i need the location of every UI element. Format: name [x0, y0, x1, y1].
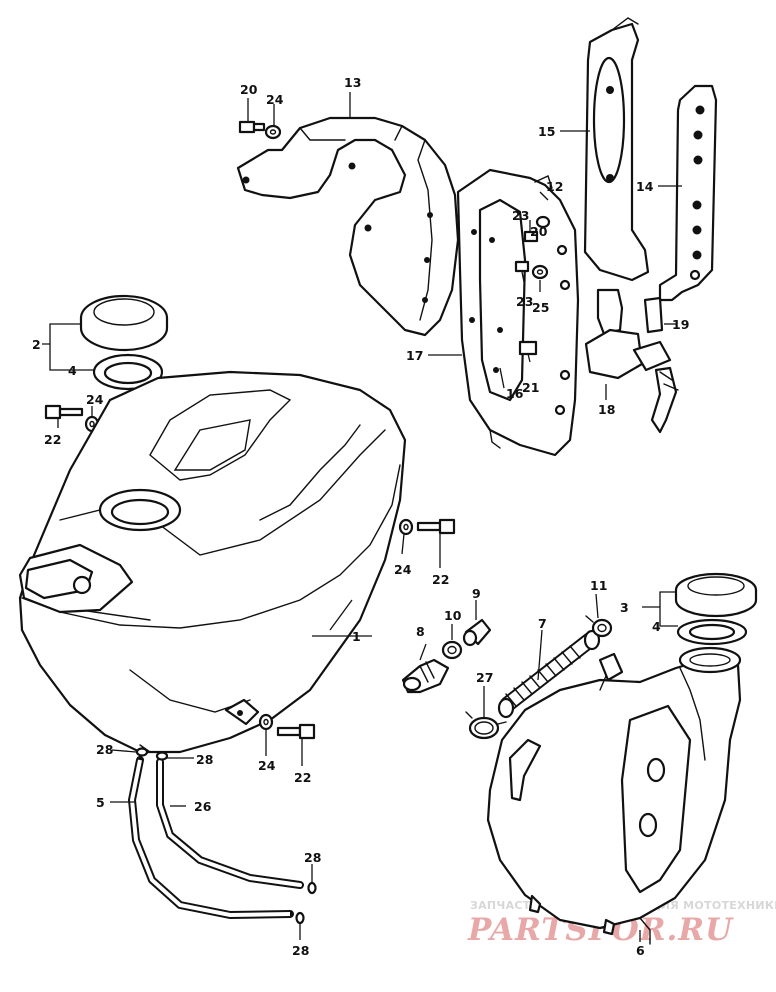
clamp-28-a [135, 747, 149, 757]
bolt-20-top [238, 120, 266, 134]
fitting-9 [462, 618, 492, 647]
clamp-28-b [155, 751, 169, 761]
leader-lines [42, 92, 682, 942]
fitting-8 [401, 658, 450, 694]
clamp-28-c [307, 881, 317, 895]
callout-23-upper: 23 [512, 208, 529, 223]
callout-7: 7 [538, 616, 547, 631]
callout-15: 15 [538, 124, 555, 139]
callout-21: 21 [522, 380, 539, 395]
callout-4-tank: 4 [68, 363, 77, 378]
callout-27: 27 [476, 670, 493, 685]
callout-24-mid: 24 [394, 562, 412, 577]
bolt-21 [518, 340, 538, 356]
bolt-22-bottom [276, 723, 316, 740]
callout-8: 8 [416, 624, 425, 639]
bolt-23-lower [514, 260, 530, 273]
callout-22-bottom: 22 [294, 770, 311, 785]
callout-16: 16 [506, 386, 524, 401]
oil-cap-3 [674, 572, 758, 618]
callout-14: 14 [636, 179, 654, 194]
tank-cap-2 [79, 294, 169, 352]
callout-22-left: 22 [44, 432, 61, 447]
washer-25 [531, 264, 549, 280]
callout-2: 2 [32, 337, 41, 352]
callout-28-c: 28 [304, 850, 321, 865]
clamp-27 [465, 711, 507, 740]
clip-19 [643, 296, 664, 334]
callout-26: 26 [194, 799, 212, 814]
washer-10 [441, 640, 463, 660]
bolt-22-left [44, 404, 84, 420]
lock-18 [584, 288, 679, 434]
callout-10: 10 [444, 608, 462, 623]
callout-28-b: 28 [196, 752, 213, 767]
callout-19: 19 [672, 317, 689, 332]
callout-11: 11 [590, 578, 607, 593]
callout-20-top: 20 [240, 82, 258, 97]
callout-13: 13 [344, 75, 361, 90]
bolt-22-mid [416, 518, 456, 535]
clamp-11 [585, 615, 613, 638]
bolt-20-side [523, 230, 539, 243]
callout-18: 18 [598, 402, 615, 417]
callout-28-d: 28 [292, 943, 309, 958]
gasket-4-oil [676, 618, 748, 646]
callout-23-lower: 23 [516, 294, 533, 309]
callout-labels: 1 2 3 4 4 5 6 7 8 9 10 11 12 13 14 15 16… [32, 75, 689, 958]
washer-23-upper [535, 215, 551, 229]
callout-3: 3 [620, 600, 629, 615]
callout-4-oil: 4 [652, 619, 661, 634]
strap-14 [658, 84, 718, 302]
callout-12: 12 [546, 179, 563, 194]
fuel-tank-1 [18, 370, 407, 754]
callout-24-left: 24 [86, 392, 104, 407]
washer-24-top [264, 124, 282, 140]
frame-bracket-17 [456, 168, 580, 457]
oil-tank-6 [486, 646, 742, 945]
gasket-4-tank [92, 353, 164, 391]
tube-5 [128, 756, 294, 919]
callout-20-side: 20 [530, 224, 548, 239]
bracket-13 [236, 116, 460, 337]
callout-6: 6 [636, 943, 645, 958]
washer-24-bottom [258, 713, 274, 731]
hose-7 [497, 629, 601, 719]
callout-24-bottom: 24 [258, 758, 276, 773]
callout-22-mid: 22 [432, 572, 449, 587]
callout-9: 9 [472, 586, 481, 601]
washer-24-mid [398, 518, 414, 536]
callout-25: 25 [532, 300, 549, 315]
callout-5: 5 [96, 795, 105, 810]
callout-1: 1 [352, 629, 361, 644]
clamp-28-d [295, 911, 305, 925]
callout-28-a: 28 [96, 742, 113, 757]
callout-24-top: 24 [266, 92, 284, 107]
strap-15 [583, 17, 650, 282]
callout-17: 17 [406, 348, 423, 363]
tube-26 [156, 758, 304, 889]
